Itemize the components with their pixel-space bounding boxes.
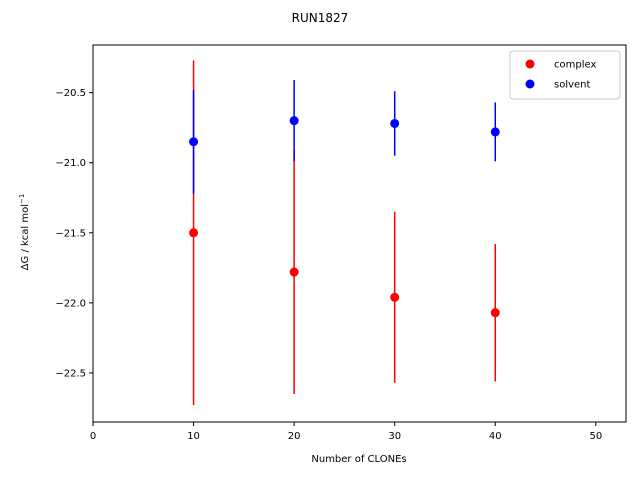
solvent-point [390,118,400,128]
complex-point [490,308,500,318]
y-axis-label-superscript: −1 [18,194,26,204]
solvent-point [189,137,199,147]
y-tick-label: −22.0 [55,298,86,309]
y-tick-label: −20.5 [55,88,86,99]
x-tick-label: 40 [489,431,502,442]
x-axis-label: Number of CLONEs [311,454,406,465]
solvent-point [289,116,299,126]
legend-marker-solvent [525,79,535,89]
points-layer [189,116,500,318]
chart-title: RUN1827 [292,11,349,25]
y-tick-label: −21.0 [55,158,86,169]
legend-marker-complex [525,59,535,69]
legend: complex solvent [509,50,621,100]
legend-label-solvent: solvent [554,80,591,91]
x-tick-label: 20 [288,431,301,442]
legend-box [509,50,621,100]
x-tick-label: 50 [589,431,602,442]
plot-area-frame [92,44,627,423]
y-axis-label-text: ΔG / kcal mol [20,204,31,270]
y-tick-label: −21.5 [55,228,86,239]
complex-point [289,267,299,277]
complex-point [390,292,400,302]
y-tick-label: −22.5 [55,368,86,379]
x-tick-label: 0 [90,431,96,442]
legend-label-complex: complex [554,60,596,71]
y-axis-ticks: −22.5 −22.0 −21.5 −21.0 −20.5 [55,88,93,379]
y-axis-label: ΔG / kcal mol−1 [18,194,31,271]
x-tick-label: 10 [187,431,200,442]
complex-point [189,228,199,238]
x-tick-label: 30 [388,431,401,442]
x-axis-ticks: 0 10 20 30 40 50 [90,422,602,442]
solvent-point [490,127,500,137]
